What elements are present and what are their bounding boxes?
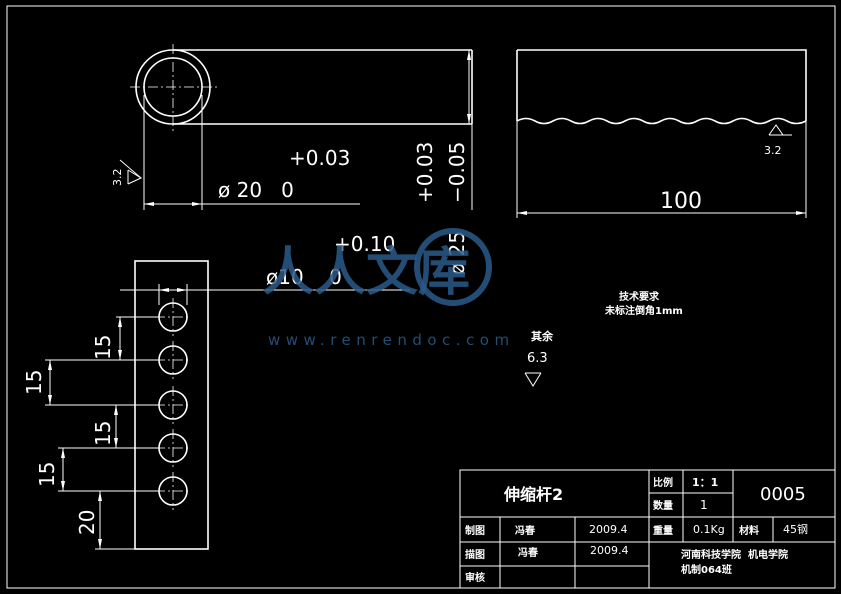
school-line-1: 河南科技学院 机电学院: [681, 548, 788, 561]
drawn-label: 制图: [465, 524, 485, 537]
dim-pitch-15d: 15: [35, 462, 59, 487]
title-block: [459, 469, 836, 589]
dim-25-upper-tolerance: +0.03: [413, 142, 437, 203]
drawing-number: 0005: [760, 484, 806, 505]
drawing-border: [6, 5, 836, 589]
qty-label: 数量: [653, 499, 673, 512]
material-label: 材料: [739, 524, 759, 537]
watermark-logo: 人人文库: [262, 243, 470, 303]
weight-value: 0.1Kg: [693, 523, 725, 536]
dim-25-diameter: ø 25: [445, 231, 469, 275]
dim-edge-20: 20: [75, 510, 99, 535]
surface-finish-rest-label: 其余: [531, 329, 554, 343]
notes-line-1: 未标注倒角1mm: [604, 304, 683, 317]
dim-pitch-15a: 15: [91, 335, 115, 360]
dim-20-diameter: ø 20 0: [218, 178, 294, 202]
watermark-logo-ring: [414, 228, 492, 306]
watermark: 人人文库 www.renrendoc.com: [262, 228, 515, 349]
surface-finish-right-value: 3.2: [764, 144, 782, 157]
scale-value: 1：1: [692, 476, 718, 489]
notes-heading: 技术要求: [619, 290, 660, 303]
dim-25-lower-tolerance: −0.05: [445, 142, 469, 203]
surface-finish-rest-symbol: [524, 372, 542, 387]
approved-label: 审核: [465, 571, 485, 584]
plate-view: [45, 260, 410, 550]
school-line-2: 机制064班: [681, 563, 732, 576]
rod-side-view: [119, 44, 473, 210]
checked-date: 2009.4: [590, 544, 629, 557]
checked-label: 描图: [465, 548, 485, 561]
dim-10-diameter: ø10 0: [266, 265, 342, 289]
scale-label: 比例: [653, 476, 673, 489]
qty-value: 1: [700, 498, 708, 512]
surface-finish-left-value: 3.2: [111, 169, 124, 187]
weight-label: 重量: [653, 524, 673, 537]
drawn-date: 2009.4: [589, 523, 628, 536]
dim-20-upper-tolerance: +0.03: [289, 146, 350, 170]
checked-by: 冯春: [518, 546, 538, 559]
dim-length-100: 100: [660, 189, 702, 214]
part-name: 伸缩杆2: [503, 485, 563, 504]
bar-front-view: [516, 49, 807, 218]
drawn-by: 冯春: [515, 524, 535, 537]
dim-10-upper-tolerance: +0.10: [334, 232, 395, 256]
dim-pitch-15c: 15: [91, 421, 115, 446]
dim-pitch-15b: 15: [22, 370, 46, 395]
surface-finish-rest-value: 6.3: [527, 351, 548, 366]
watermark-url: www.renrendoc.com: [268, 331, 515, 349]
material-value: 45钢: [783, 523, 808, 536]
